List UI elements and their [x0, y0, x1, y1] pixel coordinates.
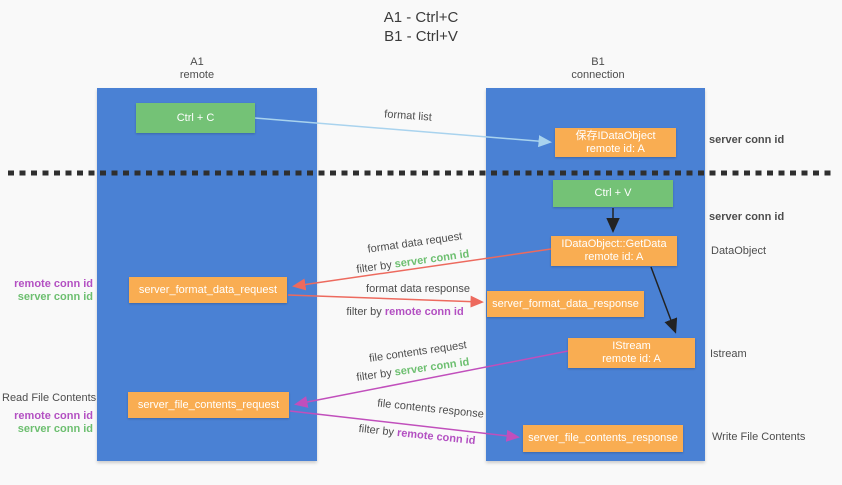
server-conn-id-right-2: server conn id — [709, 211, 784, 224]
format-response-label: server_format_data_response — [492, 297, 639, 310]
server-conn-id-left-1: server conn id — [10, 291, 93, 304]
file-request-node: server_file_contents_request — [128, 392, 289, 418]
server-conn-id-text: server conn id — [393, 248, 471, 271]
file-response-node: server_file_contents_response — [523, 425, 683, 452]
filter-by-text: filter by — [346, 306, 382, 318]
read-file-contents-label: Read File Contents — [2, 392, 96, 405]
dataobject-text: DataObject — [711, 245, 767, 257]
getdata-node: IDataObject::GetData remote id: A — [551, 236, 677, 266]
lifeline-a1-name: A1 — [190, 56, 204, 68]
istream-text: Istream — [710, 348, 747, 360]
server-conn-id-text: server conn id — [17, 423, 93, 435]
file-response-label: server_file_contents_response — [528, 432, 678, 444]
read-file-contents-text: Read File Contents — [2, 392, 97, 404]
istream-node: IStream remote id: A — [568, 338, 695, 368]
server-conn-id-right-1: server conn id — [709, 134, 784, 147]
istream-line2: remote id: A — [602, 353, 661, 365]
filter-by-remote-conn-id-label-2: filter by remote conn id — [352, 422, 483, 449]
lifeline-b1-name: B1 — [591, 56, 605, 68]
server-conn-id-text: server conn id — [17, 291, 93, 303]
save-dataobject-line1: 保存IDataObject — [575, 129, 656, 142]
format-request-node: server_format_data_request — [129, 277, 287, 303]
server-conn-id-left-2: server conn id — [8, 423, 93, 436]
ctrl-c-label: Ctrl + C — [176, 111, 215, 124]
format-list-label: format list — [368, 107, 449, 126]
file-contents-response-label: file contents response — [368, 397, 494, 423]
remote-conn-id-text: remote conn id — [384, 306, 464, 318]
server-conn-id-text: server conn id — [709, 134, 785, 146]
server-conn-id-text: server conn id — [709, 211, 785, 223]
ctrl-v-node: Ctrl + V — [553, 180, 673, 207]
istream-line1: IStream — [612, 340, 651, 352]
ctrl-v-label: Ctrl + V — [594, 187, 632, 199]
format-data-response-text: format data response — [366, 283, 470, 295]
file-request-label: server_file_contents_request — [137, 398, 280, 411]
format-request-label: server_format_data_request — [138, 283, 278, 296]
filter-by-remote-conn-id-label-1: filter by remote conn id — [340, 306, 470, 319]
lifeline-header-a1: A1 remote — [137, 56, 257, 82]
lifeline-header-b1: B1 connection — [538, 56, 658, 82]
istream-side-label: Istream — [710, 348, 747, 361]
dataobject-label: DataObject — [711, 245, 766, 258]
title-line-2: B1 - Ctrl+V — [384, 28, 458, 45]
remote-conn-id-text: remote conn id — [396, 426, 477, 448]
save-dataobject-line2: remote id: A — [586, 142, 645, 155]
file-contents-response-text: file contents response — [376, 397, 485, 421]
conn-id-pair-left-1: remote conn id server conn id — [10, 278, 93, 304]
format-data-response-label: format data response — [358, 283, 478, 296]
filter-by-text: filter by — [355, 367, 393, 384]
getdata-line2: remote id: A — [584, 251, 644, 263]
format-response-node: server_format_data_response — [487, 291, 644, 317]
getdata-line1: IDataObject::GetData — [561, 238, 667, 250]
lifeline-b1-subtitle: connection — [571, 69, 625, 81]
ctrl-c-node: Ctrl + C — [136, 103, 255, 133]
remote-conn-id-text: remote conn id — [14, 410, 93, 422]
title-line-1: A1 - Ctrl+C — [383, 9, 459, 26]
format-list-text: format list — [383, 108, 433, 124]
write-file-contents-label: Write File Contents — [712, 431, 805, 444]
remote-conn-id-left-2: remote conn id — [8, 410, 93, 423]
conn-id-pair-left-2: remote conn id server conn id — [8, 410, 93, 436]
filter-by-text: filter by — [355, 259, 393, 276]
filter-by-text: filter by — [358, 422, 395, 439]
save-dataobject-node: 保存IDataObject remote id: A — [555, 128, 676, 157]
remote-conn-id-left-1: remote conn id — [10, 278, 93, 291]
diagram-title: A1 - Ctrl+C B1 - Ctrl+V — [331, 8, 511, 46]
lifeline-a1-subtitle: remote — [179, 69, 215, 81]
write-file-contents-text: Write File Contents — [712, 431, 806, 443]
remote-conn-id-text: remote conn id — [14, 278, 93, 290]
